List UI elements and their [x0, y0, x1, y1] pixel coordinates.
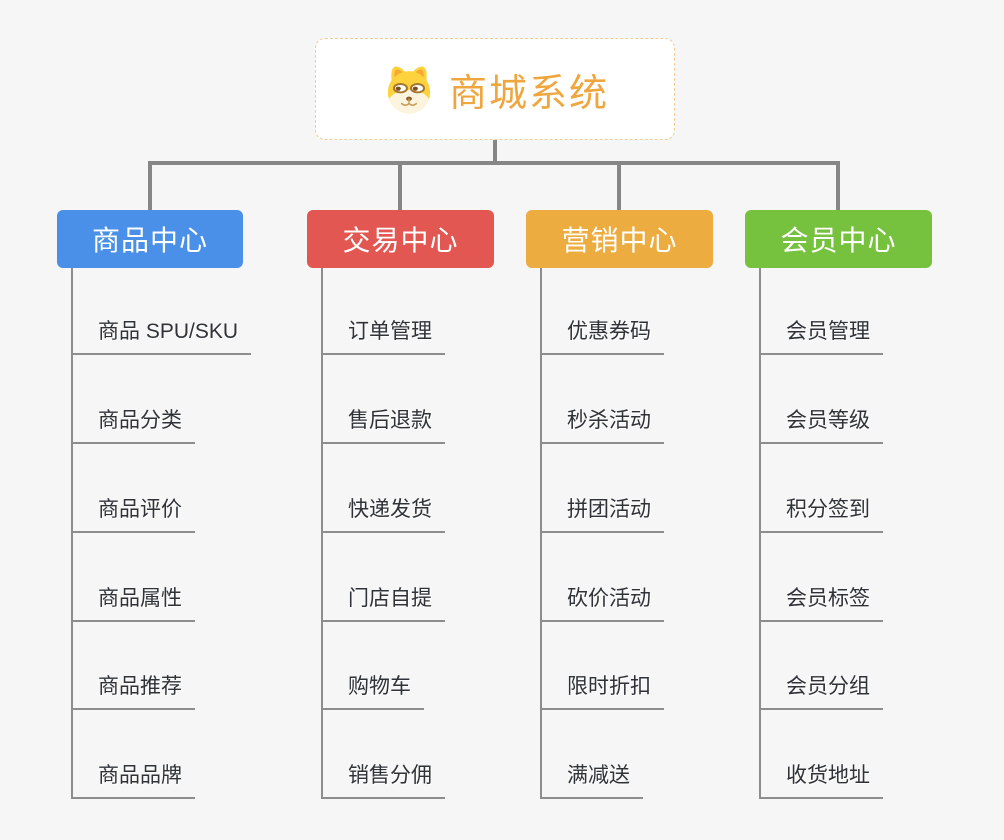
branch-2-item-2[interactable]: 售后退款: [321, 406, 445, 444]
root-title: 商城系统: [448, 72, 609, 115]
branch-3-item-1[interactable]: 优惠券码: [540, 317, 664, 355]
branch-3-item-3[interactable]: 拼团活动: [540, 495, 664, 533]
branch-4-item-3[interactable]: 积分签到: [759, 495, 883, 533]
dog-face-icon: [381, 63, 437, 115]
branch-header-4[interactable]: 会员中心: [745, 210, 932, 268]
connector-root-stub: [493, 140, 497, 163]
branch-1-item-5[interactable]: 商品推荐: [71, 672, 195, 710]
branch-2-item-4[interactable]: 门店自提: [321, 584, 445, 622]
branch-vertical-line: [540, 268, 542, 799]
branch-header-1[interactable]: 商品中心: [57, 210, 243, 268]
branch-3-item-6[interactable]: 满减送: [540, 761, 643, 799]
branch-2-item-3[interactable]: 快递发货: [321, 495, 445, 533]
branch-2-item-5[interactable]: 购物车: [321, 672, 424, 710]
branch-2-item-1[interactable]: 订单管理: [321, 317, 445, 355]
branch-4-item-5[interactable]: 会员分组: [759, 672, 883, 710]
branch-1-item-4[interactable]: 商品属性: [71, 584, 195, 622]
branch-vertical-line: [759, 268, 761, 799]
branch-3-item-5[interactable]: 限时折扣: [540, 672, 664, 710]
branch-1-item-2[interactable]: 商品分类: [71, 406, 195, 444]
branch-3-item-4[interactable]: 砍价活动: [540, 584, 664, 622]
branch-4-item-4[interactable]: 会员标签: [759, 584, 883, 622]
branch-vertical-line: [321, 268, 323, 799]
connector-drop-1: [148, 161, 152, 210]
branch-4-item-1[interactable]: 会员管理: [759, 317, 883, 355]
branch-1-item-6[interactable]: 商品品牌: [71, 761, 195, 799]
branch-1-item-1[interactable]: 商品 SPU/SKU: [71, 317, 252, 355]
branch-3-item-2[interactable]: 秒杀活动: [540, 406, 664, 444]
branch-2-item-6[interactable]: 销售分佣: [321, 761, 445, 799]
branch-header-2[interactable]: 交易中心: [307, 210, 494, 268]
branch-column-4: 会员中心 会员管理会员等级积分签到会员标签会员分组收货地址: [745, 210, 932, 810]
branch-column-2: 交易中心 订单管理售后退款快递发货门店自提购物车销售分佣: [307, 210, 494, 810]
connector-drop-4: [836, 161, 840, 210]
branch-column-1: 商品中心 商品 SPU/SKU 商品分类商品评价商品属性商品推荐商品品牌: [57, 210, 252, 810]
branch-column-3: 营销中心 优惠券码秒杀活动拼团活动砍价活动限时折扣满减送: [526, 210, 713, 810]
branch-header-3[interactable]: 营销中心: [526, 210, 713, 268]
branch-4-item-2[interactable]: 会员等级: [759, 406, 883, 444]
root-node-mall-system[interactable]: 商城系统: [315, 38, 675, 140]
branch-vertical-line: [71, 268, 73, 799]
branch-4-item-6[interactable]: 收货地址: [759, 761, 883, 799]
branch-1-item-3[interactable]: 商品评价: [71, 495, 195, 533]
connector-drop-2: [398, 161, 402, 210]
connector-drop-3: [617, 161, 621, 210]
connector-horizontal: [148, 161, 840, 165]
